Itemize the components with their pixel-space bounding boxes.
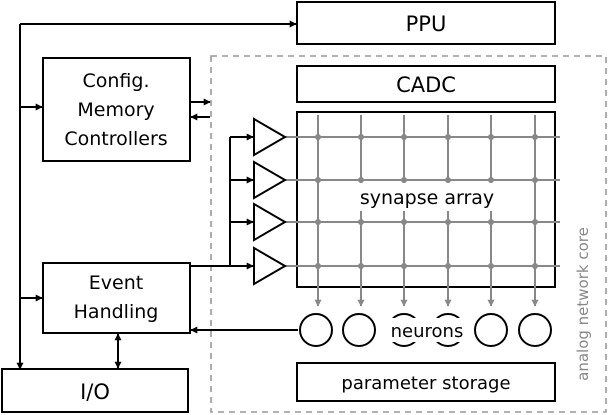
event-label-line1: Event [89, 272, 143, 294]
synapse-driver-1 [253, 117, 287, 157]
analog-core-region [210, 55, 607, 413]
io-label: I/O [80, 380, 110, 404]
neuron-2 [342, 313, 376, 347]
synapse-array-label: synapse array [360, 187, 494, 209]
synapse-driver-3 [253, 202, 287, 242]
event-handling-block [42, 262, 191, 334]
synapse-drivers [253, 117, 287, 286]
synapse-array: synapse array [285, 111, 560, 307]
parameter-storage-block [296, 362, 556, 402]
config-label-line1: Config. [82, 70, 149, 92]
synapse-nodes [315, 134, 538, 269]
event-label-line2: Handling [74, 301, 159, 323]
config-label-line3: Controllers [64, 128, 167, 150]
neurons-label: neurons [391, 321, 464, 342]
neuron-1 [299, 313, 333, 347]
neuron-5 [474, 313, 508, 347]
synapse-driver-4 [253, 246, 287, 286]
analog-core-label: analog network core [574, 227, 592, 381]
config-memory-controllers-block [42, 57, 191, 162]
synapse-driver-2 [253, 160, 287, 200]
cadc-block [296, 65, 556, 103]
neurons-row: neurons [299, 313, 552, 347]
io-block [1, 368, 189, 413]
parameter-storage-label: parameter storage [341, 373, 510, 394]
config-label-line2: Memory [77, 99, 154, 121]
cadc-label: CADC [396, 73, 456, 97]
connections [16, 20, 298, 370]
ppu-label: PPU [406, 12, 447, 36]
neuron-6 [518, 313, 552, 347]
ppu-block [296, 1, 556, 45]
